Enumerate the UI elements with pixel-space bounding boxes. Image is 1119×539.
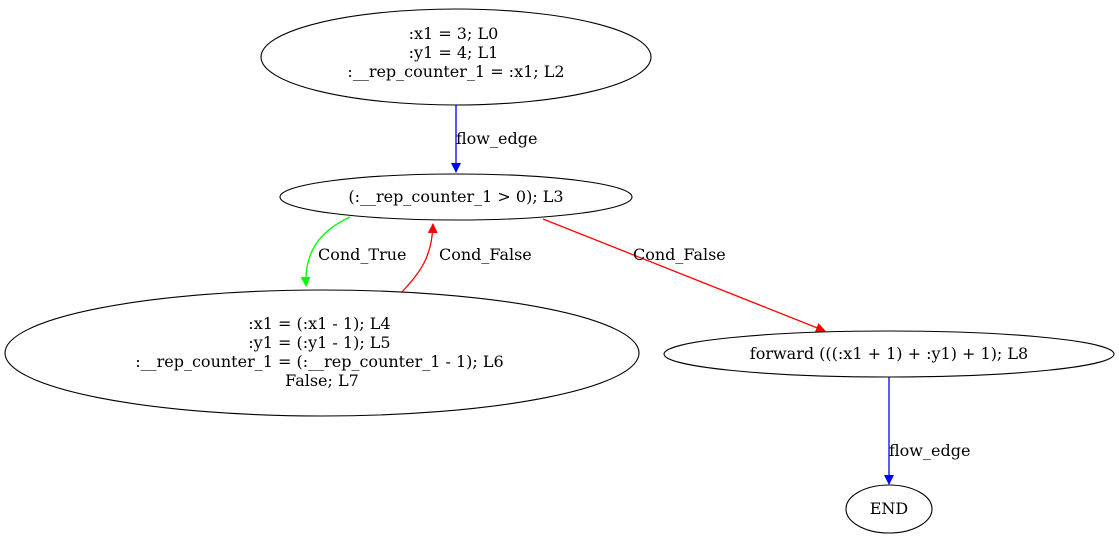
node-line: (:__rep_counter_1 > 0); L3 [348,187,563,206]
node-line: :x1 = 3; L0 [409,24,499,43]
node-loop-body: :x1 = (:x1 - 1); L4 :y1 = (:y1 - 1); L5 … [4,289,640,417]
node-line: False; L7 [285,371,359,390]
node-line: :y1 = (:y1 - 1); L5 [248,333,390,352]
edge-n1-n2 [300,216,351,287]
node-line: forward (((:x1 + 1) + :y1) + 1); L8 [750,344,1028,363]
svg-text:(:__rep_counter_1 > 0); L3: (:__rep_counter_1 > 0); L3 [348,187,563,206]
svg-text:END: END [870,499,909,518]
node-forward: forward (((:x1 + 1) + :y1) + 1); L8 [663,330,1115,378]
edge-label-n1-n3: Cond_False [633,245,726,264]
node-line: END [870,499,909,518]
edge-label-n1-n2: Cond_True [318,245,407,264]
node-end: END [845,484,933,534]
edge-label-n0-n1: flow_edge [456,129,537,148]
edge-n1-n3 [542,218,826,333]
node-line: :__rep_counter_1 = :x1; L2 [347,62,564,81]
edge-label-n2-n1: Cond_False [439,245,532,264]
node-condition: (:__rep_counter_1 > 0); L3 [279,173,633,221]
node-line: :x1 = (:x1 - 1); L4 [248,314,390,333]
edge-n2-n1 [401,223,438,293]
edges: flow_edge Cond_True Cond_False Cond_Fals… [300,105,970,485]
node-line: :y1 = 4; L1 [409,43,499,62]
node-init-block: :x1 = 3; L0 :y1 = 4; L1 :__rep_counter_1… [260,8,652,106]
node-line: :__rep_counter_1 = (:__rep_counter_1 - 1… [135,352,503,371]
svg-text::x1 = 3; L0 :y1 = 4; L1: :x1 = 3; L0 :y1 = 4; L1 :__rep_counter_1… [347,24,564,81]
svg-text:forward (((:x1 + 1) + :y1) + 1: forward (((:x1 + 1) + :y1) + 1); L8 [750,344,1028,363]
svg-text::x1 = (:x1 - 1); L4 :y1: :x1 = (:x1 - 1); L4 :y1 = (:y1 - 1); L5 … [135,314,509,390]
edge-label-n3-n4: flow_edge [889,441,970,460]
